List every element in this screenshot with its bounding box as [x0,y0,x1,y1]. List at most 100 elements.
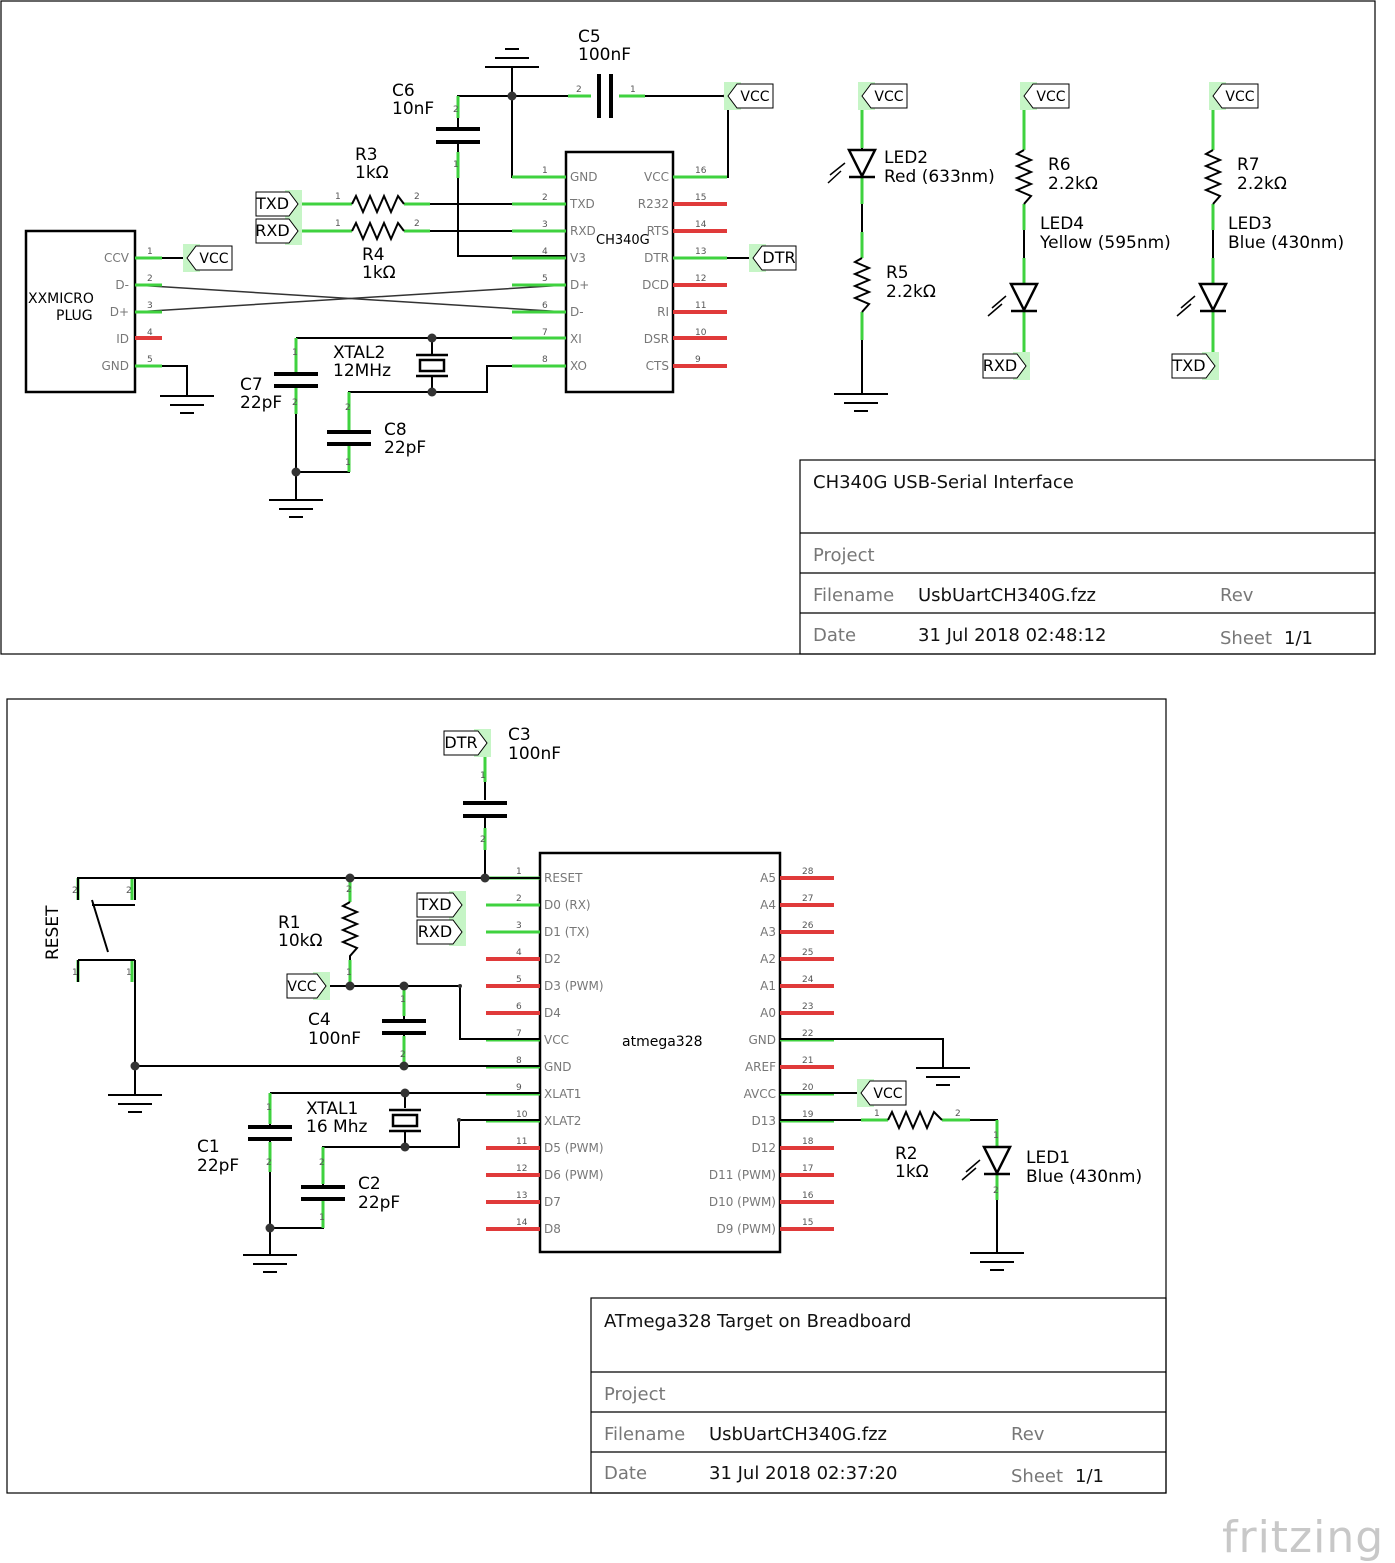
chip-pin-label: GND [544,1060,572,1074]
chip-pin-number: 6 [542,301,548,311]
usb-pin-label: ID [116,332,129,346]
title-block-project-label: Project [813,545,875,566]
led-led2-group: LED2 Red (633nm) R5 2.2kΩ [827,108,995,394]
svg-text:2: 2 [414,192,420,202]
capacitor-c8: C8 22pF [327,420,426,458]
svg-text:1: 1 [480,771,486,781]
svg-text:C8: C8 [384,420,407,440]
reset-label: RESET [43,905,63,960]
junctions [130,873,490,1233]
chip-pin-label: AVCC [744,1087,776,1101]
chip-pin-number: 5 [542,274,548,284]
chip-pin-label: A2 [760,952,776,966]
chip-pin-label: D+ [570,278,589,292]
title-block-rev-label: Rev [1011,1424,1045,1445]
svg-text:100nF: 100nF [508,744,561,764]
capacitor-c3: C3 100nF [463,725,561,818]
svg-text:VCC: VCC [874,89,903,105]
chip-pin-number: 23 [802,1002,813,1012]
chip-pin-number: 8 [516,1056,522,1066]
svg-text:C1: C1 [197,1137,220,1157]
svg-text:2: 2 [400,1050,406,1060]
ground-symbol [485,48,539,68]
svg-text:LED3: LED3 [1228,214,1272,234]
chip-pin-label: A0 [760,1006,776,1020]
resistor-r3: R3 1kΩ [351,145,405,215]
chip-pin-label: VCC [544,1033,569,1047]
led-led1: LED1 Blue (430nm) [961,1145,1142,1187]
svg-text:C2: C2 [358,1174,381,1194]
chip-pin-label: D- [570,305,584,319]
chip-pin-number: 27 [802,894,813,904]
net-label-vcc: VCC [286,972,330,1000]
svg-text:1: 1 [345,458,351,468]
sheet-frame [6,698,1167,1494]
title-block-filename: UsbUartCH340G.fzz [918,585,1096,606]
svg-text:VCC: VCC [740,89,769,105]
ground-symbol [160,395,214,414]
chip-pin-number: 1 [516,867,522,877]
chip-pin-label: AREF [745,1060,776,1074]
svg-text:1: 1 [266,1103,272,1113]
sheet-atmega328: ATmega328 Target on Breadboard Project F… [6,698,1167,1494]
net-label-txd: TXD [416,891,466,919]
chip-pin-number: 13 [695,247,706,257]
chip-pin-label: DTR [644,251,669,265]
chip-pin-number: 12 [695,274,706,284]
capacitor-c7: C7 22pF [240,372,318,413]
led-led4-group: R6 2.2kΩ LED4 Yellow (595nm) [987,108,1171,355]
title-block: ATmega328 Target on Breadboard Project F… [590,1297,1167,1494]
chip-pin-label: D12 [751,1141,776,1155]
chip-pin-number: 7 [516,1029,522,1039]
chip-pin-label: D9 (PWM) [716,1222,776,1236]
svg-text:R2: R2 [895,1144,918,1164]
svg-text:2: 2 [346,885,352,895]
svg-text:Blue (430nm): Blue (430nm) [1228,233,1344,253]
net-label-rxd: RXD [416,918,466,946]
svg-text:2.2kΩ: 2.2kΩ [1048,174,1098,194]
net-label-vcc: VCC [1020,82,1070,110]
usb-name-2: PLUG [56,308,93,324]
ground-symbol [834,393,888,412]
svg-text:R3: R3 [355,145,378,165]
capacitor-c4: C4 100nF [308,1010,426,1049]
chip-pin-number: 3 [542,220,548,230]
svg-text:2: 2 [993,1186,999,1196]
chip-pin-number: 15 [802,1218,813,1228]
net-label-vcc: VCC [183,244,233,272]
svg-text:DTR: DTR [444,733,477,752]
title-block-date-label: Date [813,625,856,646]
svg-text:1: 1 [453,160,459,170]
svg-text:C5: C5 [578,27,601,47]
svg-text:Blue (430nm): Blue (430nm) [1026,1167,1142,1187]
chip-pin-number: 5 [516,975,522,985]
svg-text:VCC: VCC [1225,89,1254,105]
net-label-rxd: RXD [982,352,1030,380]
svg-text:1: 1 [319,1213,325,1223]
svg-text:Red (633nm): Red (633nm) [884,167,995,187]
usb-pin-label: GND [101,359,129,373]
chip-pin-label: D10 (PWM) [709,1195,776,1209]
chip-pin-number: 22 [802,1029,813,1039]
svg-text:100nF: 100nF [308,1029,361,1049]
svg-text:1: 1 [126,968,132,978]
svg-text:R5: R5 [886,263,909,283]
chip-pin-label: R232 [638,197,669,211]
svg-text:C4: C4 [308,1010,331,1030]
led-led3-group: R7 2.2kΩ LED3 Blue (430nm) [1176,108,1344,355]
resistor-r2: R2 1kΩ [887,1109,943,1182]
svg-text:1kΩ: 1kΩ [355,163,389,183]
chip-pin-number: 10 [695,328,707,338]
chip-pin-label: D1 (TX) [544,925,590,939]
title-block: CH340G USB-Serial Interface Project File… [799,459,1376,655]
svg-text:22pF: 22pF [358,1193,400,1213]
chip-pin-number: 25 [802,948,813,958]
reset-switch[interactable]: RESET [43,877,136,982]
fritzing-logo: fritzing [1222,1512,1384,1563]
chip-pin-number: 6 [516,1002,522,1012]
title-block-title: ATmega328 Target on Breadboard [604,1311,911,1332]
